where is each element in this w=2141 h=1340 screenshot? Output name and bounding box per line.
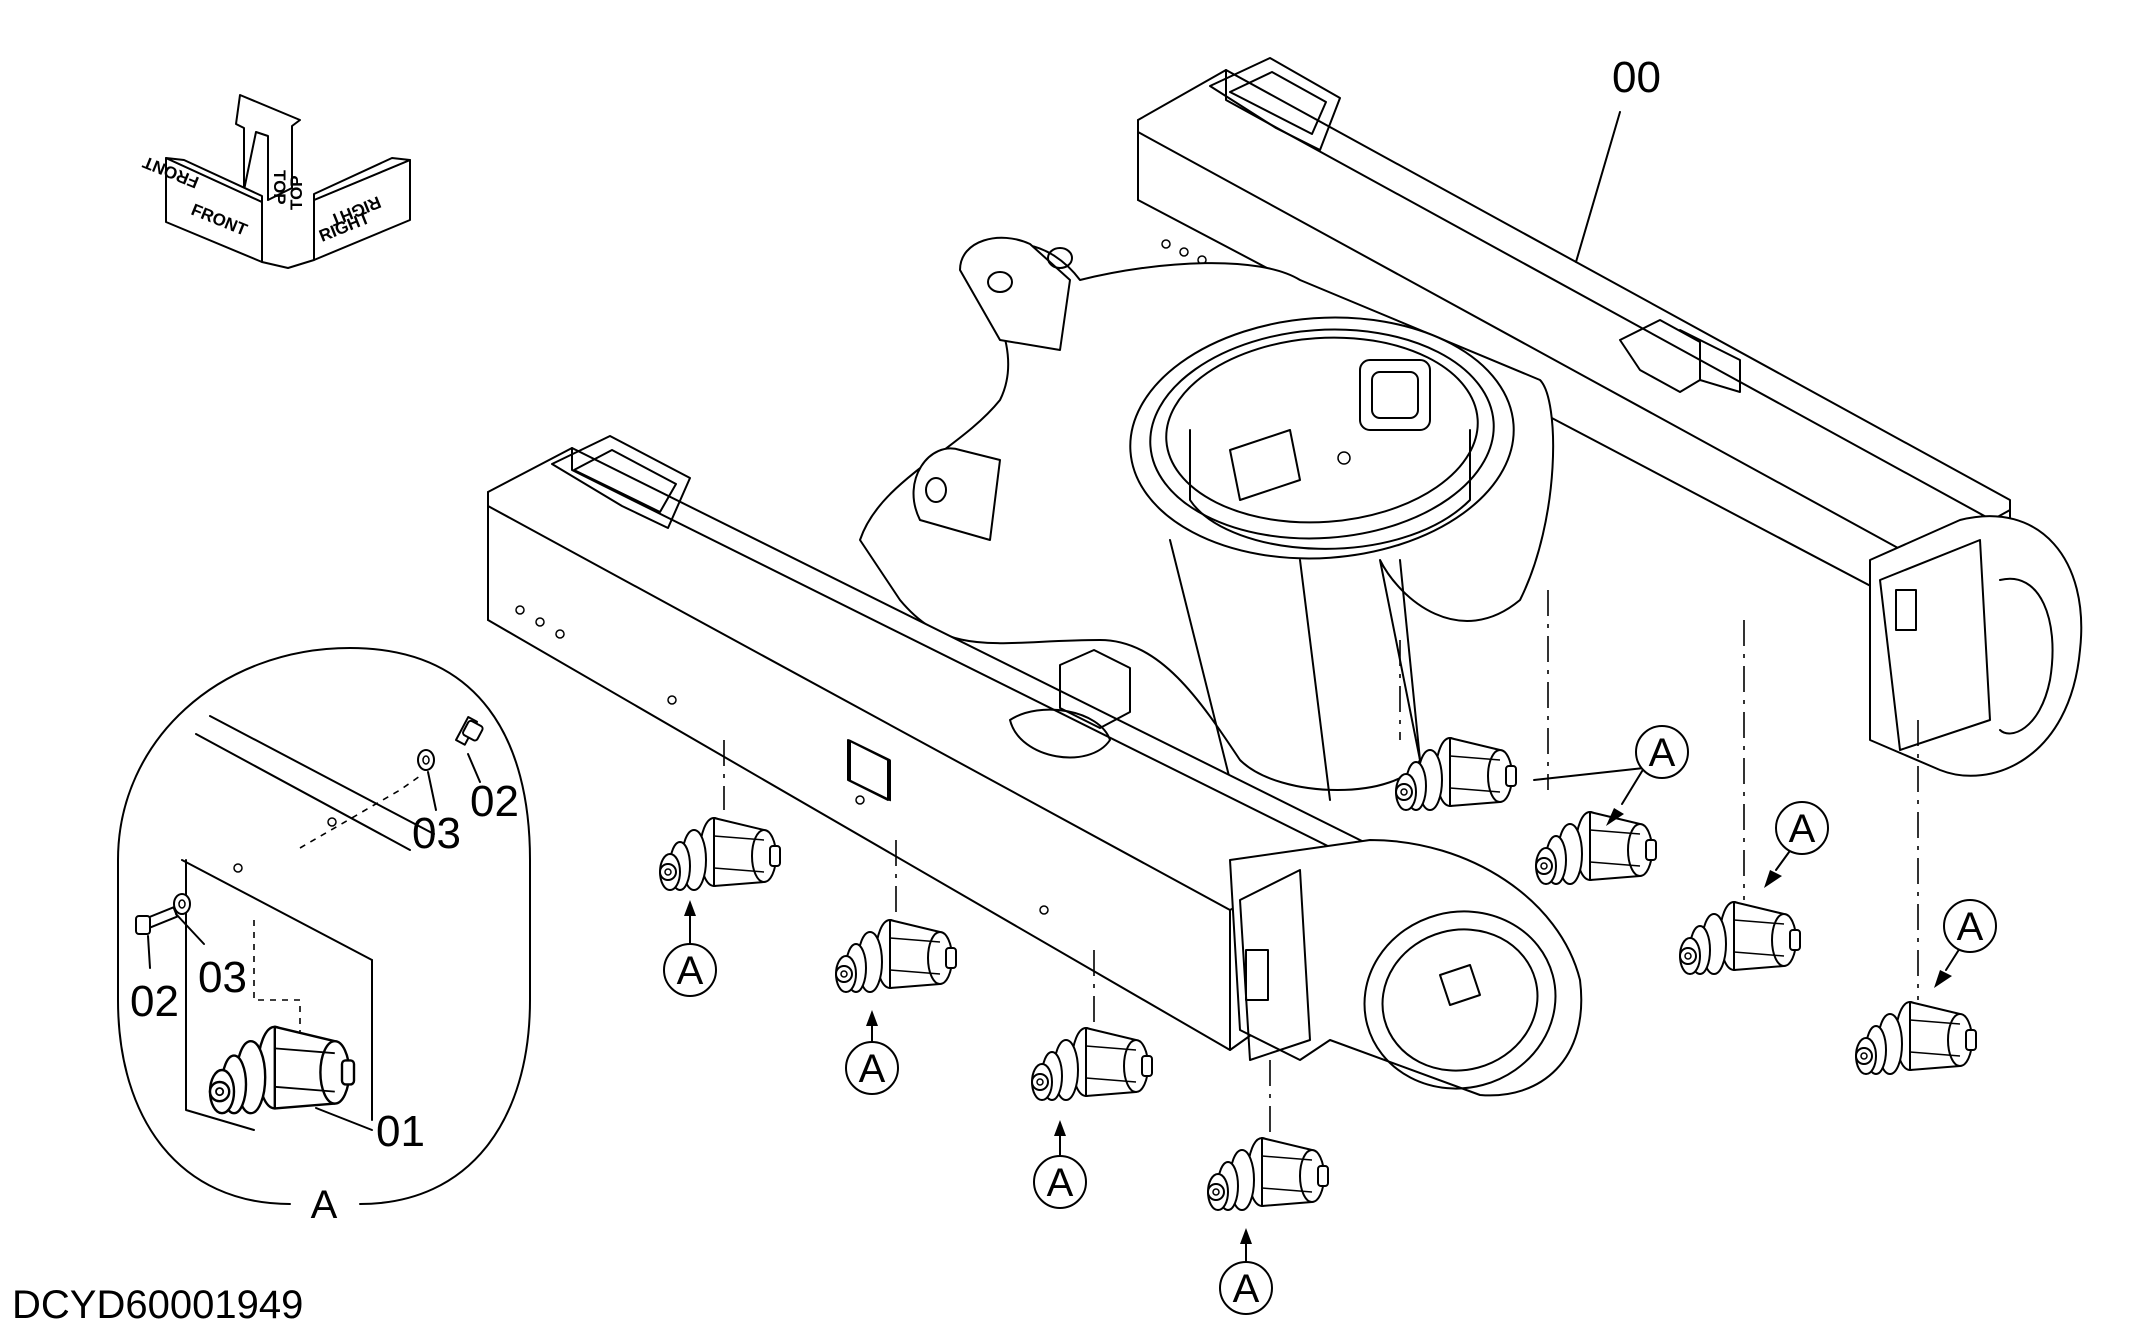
callout-01: 01 — [376, 1107, 425, 1156]
callout-02-lower: 02 — [130, 977, 179, 1026]
detail-ref-5: A — [1533, 725, 1689, 826]
track-roller-7 — [1679, 901, 1801, 975]
callout-03-lower: 03 — [198, 953, 247, 1002]
callout-02-upper: 02 — [470, 777, 519, 826]
detail-ref-1: A — [663, 900, 717, 997]
callout-main-frame: 00 — [1575, 53, 1661, 263]
detail-ref-5-label: A — [1649, 731, 1676, 775]
detail-ref-4-label: A — [1233, 1267, 1260, 1311]
detail-ref-bubbles: A A A A A — [663, 725, 1997, 1315]
track-roller-8 — [1855, 1001, 1977, 1075]
bolt-icon-2 — [135, 906, 179, 935]
detail-ref-7-label: A — [1957, 905, 1984, 949]
detail-ref-3-label: A — [1047, 1161, 1074, 1205]
detail-ref-2-label: A — [859, 1047, 886, 1091]
top-label: TOP — [270, 170, 289, 205]
track-roller-2 — [835, 919, 957, 993]
bolt-icon — [455, 716, 484, 746]
orientation-arrows-icon: FRONT FRONT TOP TOP RIGHT RIGHT — [140, 94, 411, 269]
detail-view-label: A — [311, 1183, 338, 1227]
washer-icon — [417, 749, 435, 771]
track-roller-1 — [659, 817, 781, 891]
callout-00: 00 — [1612, 53, 1661, 102]
track-roller-6 — [1535, 811, 1657, 885]
detail-view-a: A — [117, 647, 531, 1227]
track-frame — [487, 57, 2083, 1097]
detail-ref-1-label: A — [677, 949, 704, 993]
detail-ref-4: A — [1219, 1228, 1273, 1315]
track-roller-3 — [1031, 1027, 1153, 1101]
leader-lines — [723, 590, 1919, 1140]
detail-ref-6-label: A — [1789, 807, 1816, 851]
drawing-number: DCYD60001949 — [12, 1283, 303, 1327]
detail-ref-6: A — [1764, 801, 1829, 888]
detail-ref-7: A — [1934, 899, 1997, 988]
detail-roller — [208, 1025, 356, 1115]
track-roller-4 — [1207, 1137, 1329, 1211]
detail-ref-2: A — [845, 1010, 899, 1095]
washer-icon-2 — [173, 893, 191, 915]
detail-ref-3: A — [1033, 1120, 1087, 1209]
callout-03-upper: 03 — [412, 809, 461, 858]
top-label-2: TOP — [287, 175, 306, 210]
